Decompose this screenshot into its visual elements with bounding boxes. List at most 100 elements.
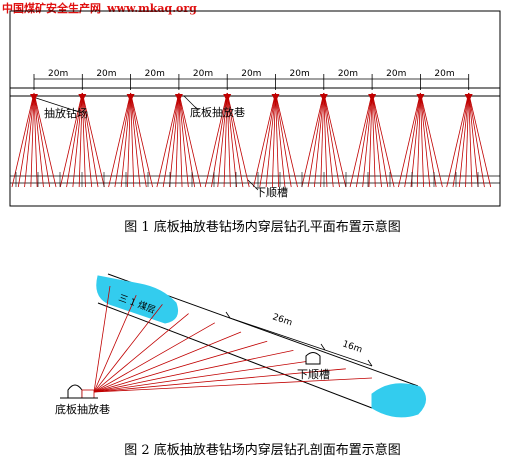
borehole-line <box>371 92 389 188</box>
borehole-line <box>226 92 238 188</box>
label-dimension-26m: 26m <box>271 312 293 328</box>
borehole-ray <box>93 313 189 393</box>
borehole-line <box>368 92 373 188</box>
label-dimension-16m: 16m <box>341 339 363 355</box>
figure1-frame <box>9 10 501 207</box>
spacing-label: 20m <box>338 69 358 79</box>
borehole-line <box>323 92 347 188</box>
borehole-line <box>33 92 44 188</box>
borehole-line <box>275 92 286 188</box>
borehole-line <box>458 92 470 188</box>
borehole-line <box>178 92 183 188</box>
borehole-line <box>30 92 35 188</box>
spacing-label: 20m <box>48 69 68 79</box>
dimension-tick-a <box>225 311 231 319</box>
borehole-line <box>226 92 231 188</box>
dimension-line-26m <box>229 317 326 351</box>
dimension-line-16m <box>324 349 373 367</box>
label-trough-plan: 下顺槽 <box>255 186 288 199</box>
label-drill-site: 抽放钻场 <box>44 106 88 120</box>
borehole-line <box>313 92 325 188</box>
borehole-line <box>226 92 244 188</box>
drill-site-fan <box>204 92 250 188</box>
coal-seam-outcrop-right <box>371 383 426 418</box>
borehole-line <box>81 92 99 188</box>
drill-site-fan <box>156 92 202 188</box>
borehole-line <box>156 92 180 188</box>
borehole-line <box>175 92 180 188</box>
borehole-ray <box>93 377 373 393</box>
watermark-site-name: 中国煤矿安全生产网 <box>2 2 101 15</box>
spacing-label: 20m <box>193 69 213 79</box>
drill-site-marker <box>223 94 232 102</box>
borehole-line <box>72 92 83 188</box>
borehole-line <box>349 92 373 188</box>
borehole-line <box>78 92 83 188</box>
borehole-line <box>420 92 431 188</box>
borehole-line <box>130 92 141 188</box>
drill-site-marker <box>271 94 280 102</box>
seam-floor-line <box>97 302 373 409</box>
drill-site-marker <box>174 94 183 102</box>
borehole-line <box>271 92 276 188</box>
label-roadway-section: 底板抽放巷 <box>55 402 110 416</box>
borehole-line <box>420 92 437 188</box>
borehole-line <box>11 92 35 188</box>
drill-site-fan <box>398 92 443 188</box>
borehole-line <box>398 92 421 188</box>
borehole-line <box>130 92 153 188</box>
spacing-label: 20m <box>434 69 454 79</box>
borehole-ray <box>93 322 215 393</box>
borehole-line <box>169 92 180 188</box>
borehole-line <box>465 92 470 188</box>
borehole-ray <box>93 285 111 393</box>
drill-site-fan <box>108 92 153 188</box>
borehole-ray <box>93 304 163 393</box>
borehole-ray <box>93 350 294 393</box>
drill-site-fan <box>301 92 347 188</box>
borehole-line <box>301 92 325 188</box>
drill-site-marker <box>368 94 377 102</box>
borehole-line <box>259 92 276 188</box>
borehole-line <box>452 92 470 188</box>
spacing-label: 20m <box>386 69 406 79</box>
drill-site-marker <box>416 94 425 102</box>
borehole-line <box>130 92 147 188</box>
borehole-line <box>323 92 334 188</box>
drill-chamber <box>81 389 95 399</box>
borehole-line <box>307 92 325 188</box>
drill-site-fan <box>59 92 105 188</box>
drill-site-fan <box>349 92 395 188</box>
spacing-label: 20m <box>145 69 165 79</box>
borehole-line <box>217 92 228 188</box>
borehole-ray <box>93 331 242 393</box>
borehole-line <box>114 92 131 188</box>
borehole-line <box>468 92 479 188</box>
drill-site-fan <box>253 92 298 188</box>
borehole-line <box>120 92 131 188</box>
drill-site-marker <box>30 94 38 102</box>
borehole-line <box>130 92 135 188</box>
roadway-section-shape <box>67 384 83 399</box>
label-roadway-plan: 底板抽放巷 <box>190 105 245 119</box>
drill-site-marker <box>126 94 135 102</box>
borehole-line <box>416 92 421 188</box>
borehole-line <box>81 92 105 188</box>
borehole-line <box>24 92 35 188</box>
leader-trough <box>247 179 259 191</box>
borehole-line <box>410 92 421 188</box>
borehole-line <box>33 92 57 188</box>
borehole-line <box>33 92 38 188</box>
borehole-line <box>162 92 180 188</box>
borehole-line <box>59 92 83 188</box>
leader-roadway <box>183 95 199 111</box>
figure2-caption: 图 2 底板抽放巷钻场内穿层钻孔剖面布置示意图 <box>124 443 401 458</box>
borehole-line <box>420 92 443 188</box>
drill-site-fan <box>446 92 492 188</box>
borehole-line <box>420 92 424 188</box>
drill-site-marker <box>319 94 328 102</box>
borehole-line <box>66 92 83 188</box>
dimension-tick-c <box>367 359 373 367</box>
figure1-caption: 图 1 底板抽放巷钻场内穿层钻孔平面布置示意图 <box>124 220 401 235</box>
